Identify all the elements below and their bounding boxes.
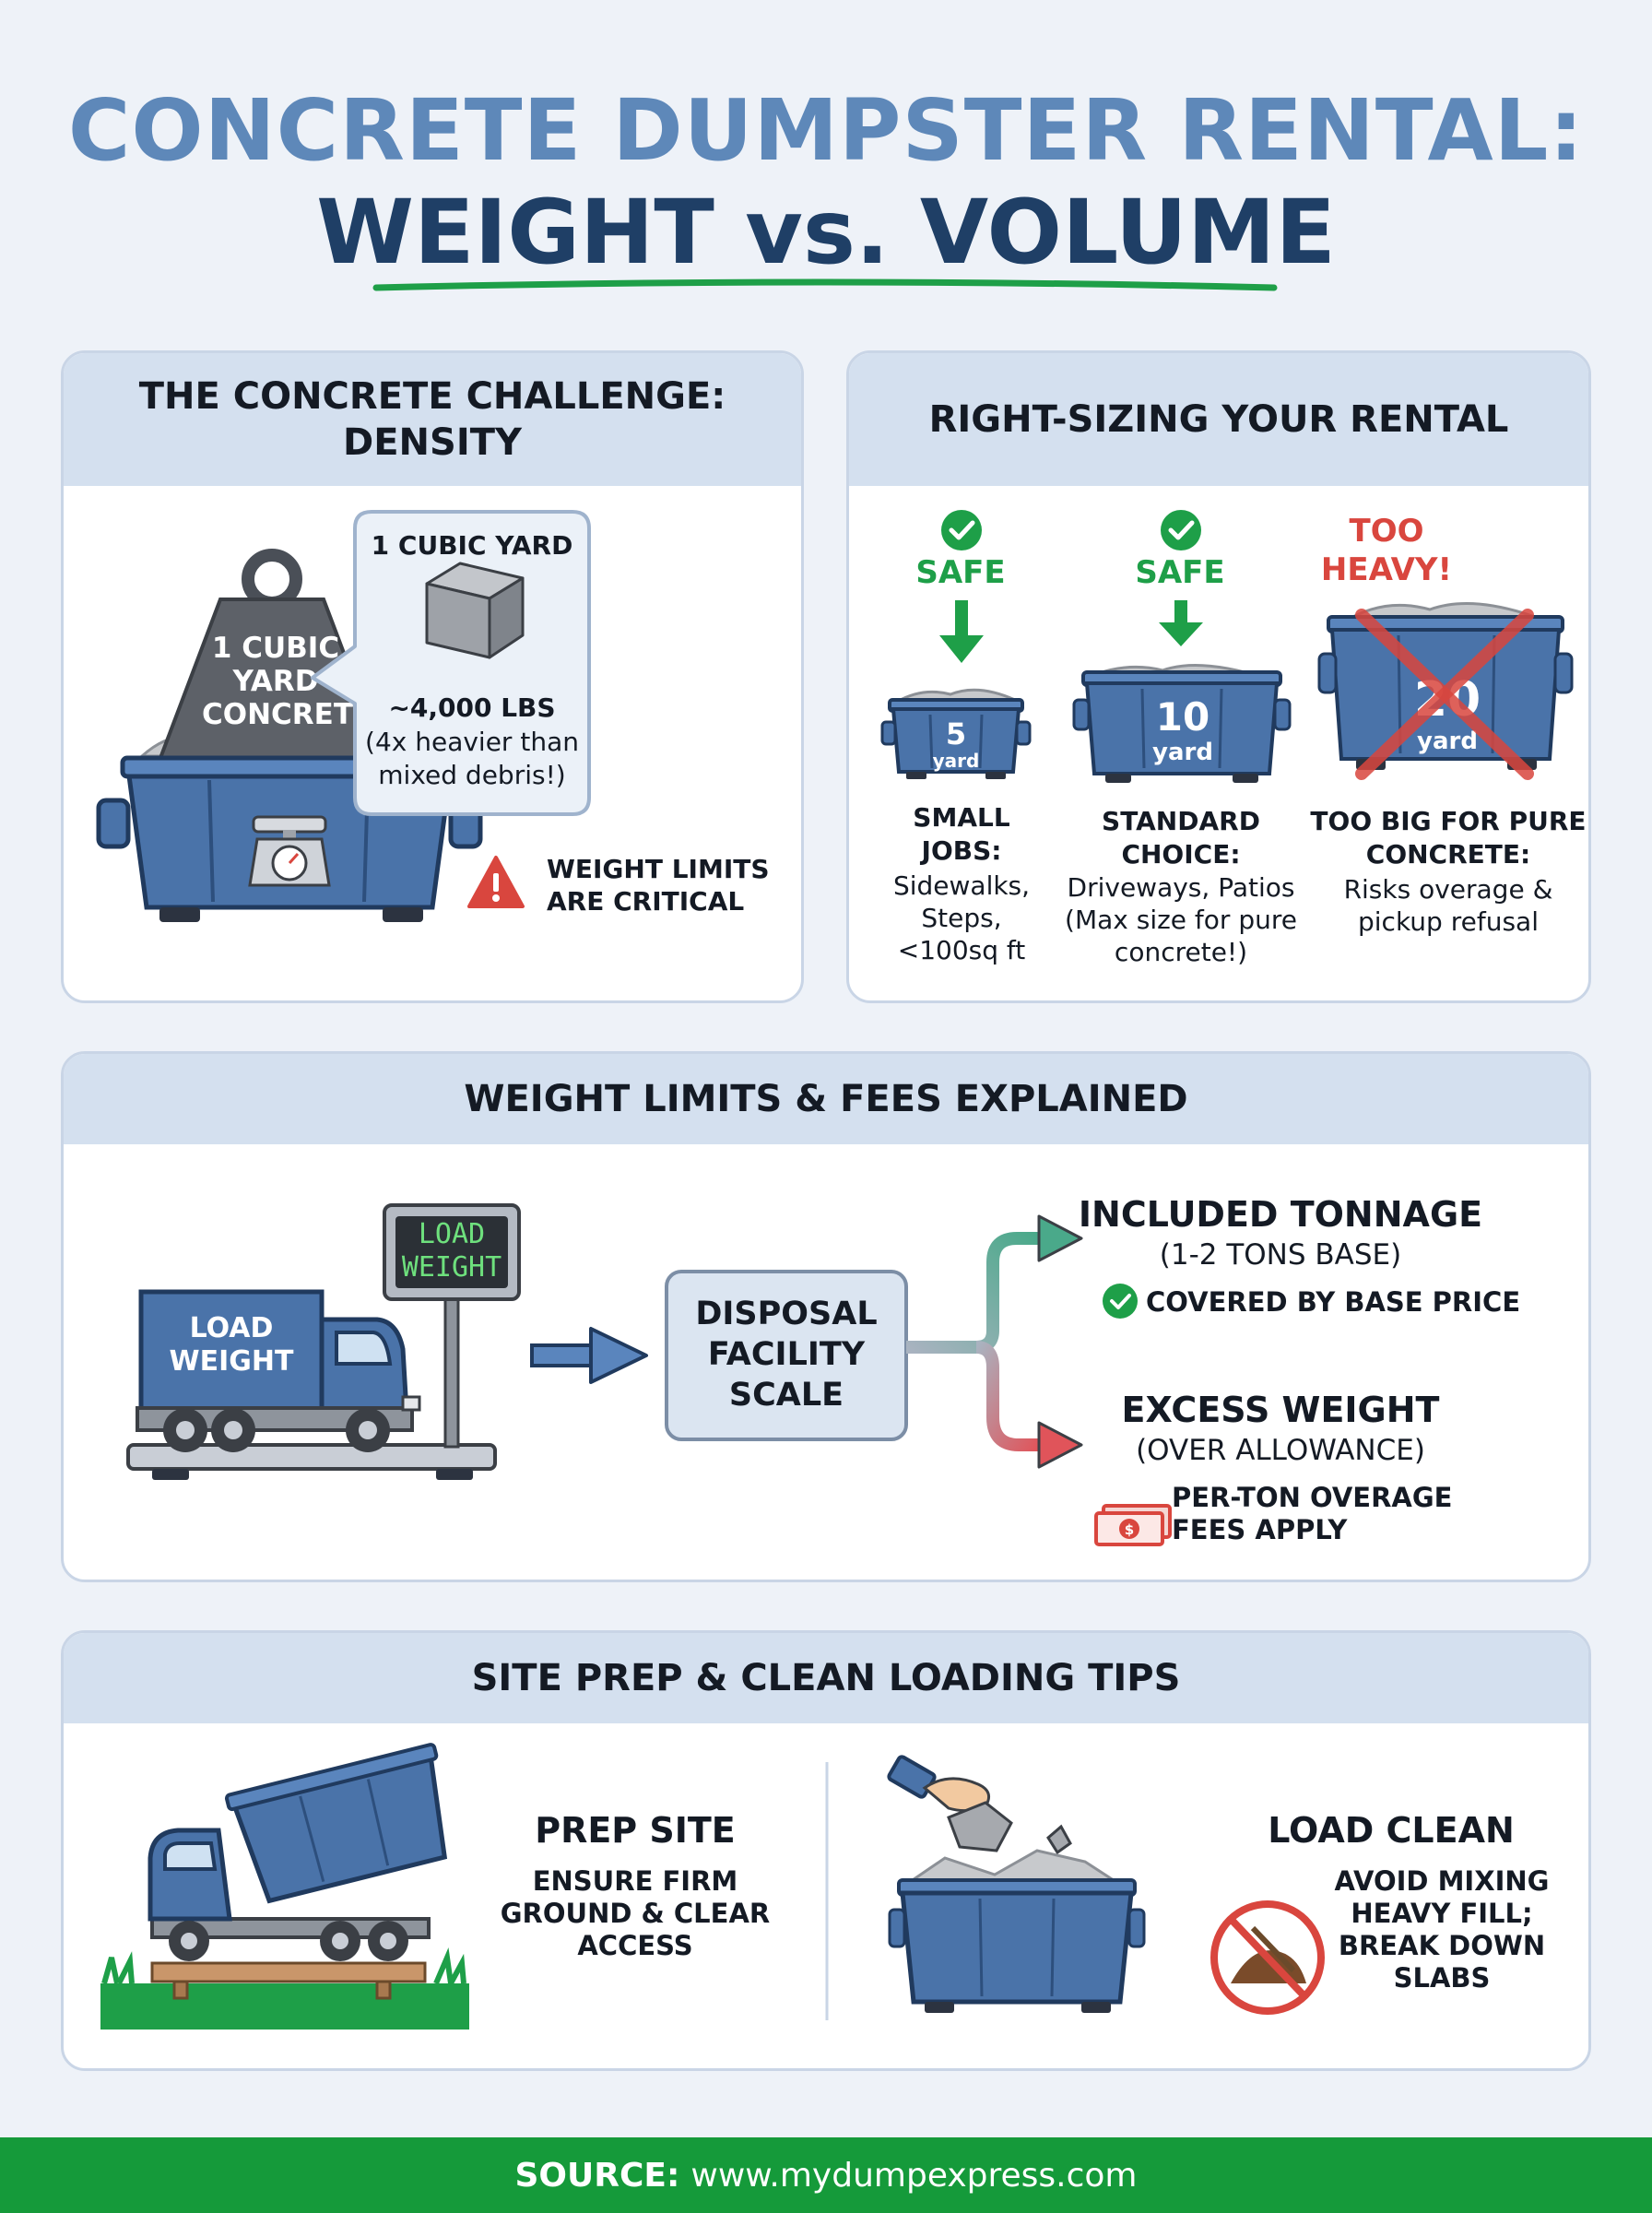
fees-panel-title: WEIGHT LIMITS & FEES EXPLAINED (64, 1054, 1588, 1144)
prep-desc: ENSURE FIRM GROUND & CLEAR ACCESS (500, 1865, 771, 1961)
heading-5: SMALL JOBS: (913, 802, 1010, 866)
density-panel-title: THE CONCRETE CHALLENGE: DENSITY (64, 353, 801, 486)
source-label: SOURCE: (514, 2156, 680, 2195)
warning-text: WEIGHT LIMITS ARE CRITICAL (547, 854, 770, 917)
tips-panel: SITE PREP & CLEAN LOADING TIPS (61, 1630, 1591, 2071)
callout-bubble (311, 510, 591, 816)
prep-title: PREP SITE (535, 1810, 736, 1851)
too-heavy-x-icon (1355, 609, 1534, 780)
desc-10: Driveways, Patios (Max size for pure con… (1065, 872, 1297, 967)
callout-note: (4x heavier than mixed debris!) (365, 727, 579, 790)
excess-note: PER-TON OVERAGE FEES APPLY (1172, 1482, 1453, 1545)
included-title: INCLUDED TONNAGE (1078, 1194, 1483, 1235)
svg-text:$: $ (1125, 1521, 1134, 1538)
desc-20: Risks overage & pickup refusal (1343, 874, 1553, 937)
status-safe-5: SAFE (915, 554, 1006, 591)
down-arrow-icon (939, 600, 984, 663)
sizing-panel-title: RIGHT-SIZING YOUR RENTAL (849, 353, 1588, 486)
facility-label: DISPOSAL FACILITY SCALE (695, 1296, 878, 1414)
truck-label: LOAD WEIGHT (169, 1312, 294, 1378)
down-arrow-icon (1159, 600, 1203, 646)
title-line-1: CONCRETE DUMPSTER RENTAL: (67, 81, 1585, 180)
dumpster-size-illustrations (880, 510, 1574, 783)
load-title: LOAD CLEAN (1268, 1810, 1515, 1851)
hand-icon (887, 1755, 991, 1813)
check-icon (941, 510, 982, 550)
check-icon (1103, 1284, 1138, 1319)
scale-display (383, 1203, 521, 1301)
title-underline (372, 278, 1278, 291)
density-panel: THE CONCRETE CHALLENGE: DENSITY 1 CUBIC … (61, 350, 804, 1003)
heading-10: STANDARD CHOICE: (1102, 806, 1260, 870)
callout-title: 1 CUBIC YARD (371, 530, 573, 561)
included-note: COVERED BY BASE PRICE (1146, 1286, 1521, 1318)
tips-panel-title: SITE PREP & CLEAN LOADING TIPS (64, 1633, 1588, 1723)
status-too-heavy-20: TOO HEAVY! (1320, 513, 1453, 588)
included-sub: (1-2 TONS BASE) (1159, 1238, 1402, 1272)
truck-on-scale-illustration: $ (126, 1203, 1172, 1546)
source-link[interactable]: www.mydumpexpress.com (690, 2156, 1138, 2195)
heading-20: TOO BIG FOR PURE CONCRETE: (1310, 806, 1587, 870)
check-icon (1161, 510, 1201, 550)
weight-label: 1 CUBIC YARD CONCRETE (202, 632, 373, 731)
warning-icon (467, 856, 525, 908)
tips-illustrations (100, 1743, 1325, 2030)
scale-display-text: LOAD WEIGHT (401, 1218, 502, 1284)
unit-20: yard (1417, 728, 1478, 755)
callout-weight: ~4,000 LBS (388, 692, 556, 723)
dumpster-with-weight-illustration (96, 549, 483, 922)
right-arrow-icon (530, 1327, 648, 1384)
sizing-panel: RIGHT-SIZING YOUR RENTAL SAFE SAFE TOO H… (846, 350, 1591, 1003)
size-10: 10 (1155, 694, 1210, 740)
no-mixing-icon (1210, 1900, 1325, 2015)
fees-panel: WEIGHT LIMITS & FEES EXPLAINED (61, 1051, 1591, 1582)
excess-title: EXCESS WEIGHT (1121, 1390, 1440, 1430)
scale-icon (248, 815, 331, 887)
desc-5: Sidewalks, Steps, <100sq ft (892, 870, 1031, 965)
status-safe-10: SAFE (1135, 554, 1225, 591)
size-5: 5 (945, 716, 967, 751)
cube-icon (425, 562, 525, 659)
money-icon: $ (1094, 1504, 1172, 1546)
unit-5: yard (932, 750, 980, 772)
unit-10: yard (1152, 739, 1213, 766)
excess-sub: (OVER ALLOWANCE) (1136, 1434, 1425, 1467)
load-desc: AVOID MIXING HEAVY FILL; BREAK DOWN SLAB… (1334, 1865, 1550, 1994)
title-line-2: WEIGHT vs. VOLUME (316, 181, 1336, 284)
footer-source: SOURCE: www.mydumpexpress.com (0, 2137, 1652, 2213)
